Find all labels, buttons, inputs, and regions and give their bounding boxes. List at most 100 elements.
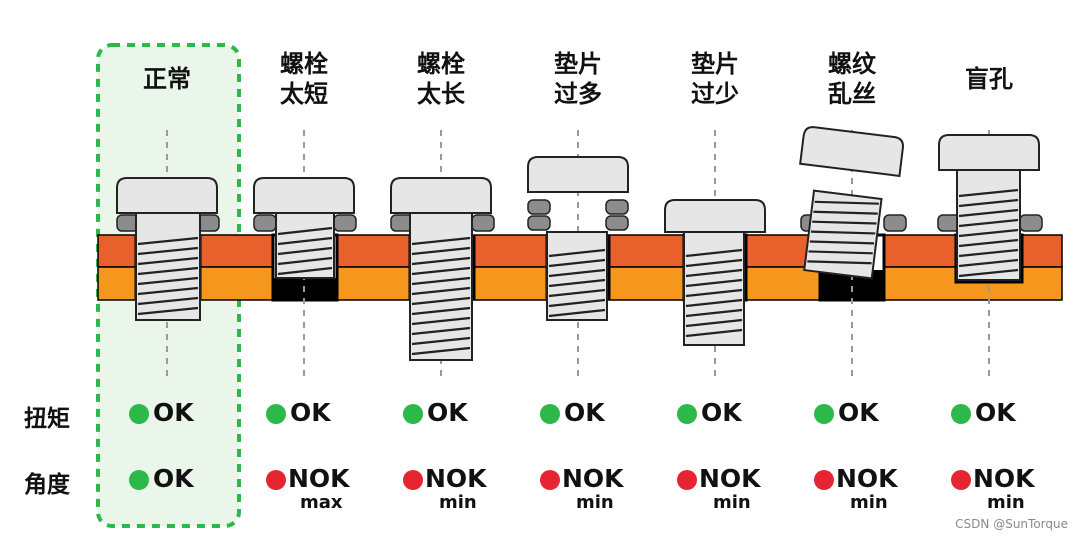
column-title: 盲孔 xyxy=(965,65,1013,93)
column-title: 正常 xyxy=(143,65,191,93)
nok-dot-icon xyxy=(677,470,697,490)
bolt-thread xyxy=(411,336,471,346)
bolt-thread xyxy=(958,248,1019,258)
bolt-thread xyxy=(814,200,879,205)
bolt-thread xyxy=(685,288,743,298)
bolt-thread xyxy=(137,266,199,276)
status-torque: OK xyxy=(677,396,797,436)
bolt-thread xyxy=(277,246,333,256)
washer xyxy=(527,215,551,231)
bolt xyxy=(116,177,218,321)
bolt-thread xyxy=(958,258,1019,268)
row-label-torque: 扭矩 xyxy=(24,406,70,432)
bolt-thread xyxy=(411,256,471,266)
bolt xyxy=(253,177,355,279)
washer xyxy=(253,214,277,232)
bolt-thread xyxy=(548,268,606,278)
bolt-thread xyxy=(685,258,743,268)
status-text: OK xyxy=(153,398,194,427)
bolt-thread xyxy=(810,230,876,235)
status-text: NOK xyxy=(973,464,1035,493)
bolt-thread xyxy=(685,308,743,318)
bolt-thread xyxy=(813,210,878,215)
column-title: 螺栓 太短 xyxy=(280,50,328,108)
status-torque: OK xyxy=(266,396,386,436)
bolt-thread xyxy=(411,286,471,296)
bolt-thread xyxy=(812,220,877,225)
ok-dot-icon xyxy=(951,404,971,424)
bolt-thread xyxy=(807,260,872,265)
bolt xyxy=(799,126,904,280)
bolt-shank xyxy=(683,231,745,346)
row-label-angle: 角度 xyxy=(24,472,70,498)
status-text: NOK xyxy=(699,464,761,493)
bolt-thread xyxy=(411,266,471,276)
bolt-thread xyxy=(411,316,471,326)
bolt-shank xyxy=(275,212,335,279)
nok-dot-icon xyxy=(951,470,971,490)
bolt-thread xyxy=(958,268,1019,278)
bolt-thread xyxy=(137,306,199,316)
bolt-thread xyxy=(548,248,606,258)
watermark: CSDN @SunTorque xyxy=(955,517,1068,531)
washer xyxy=(1019,214,1043,232)
nok-dot-icon xyxy=(540,470,560,490)
bolt-head xyxy=(938,134,1040,171)
status-torque: OK xyxy=(540,396,660,436)
bolt-thread xyxy=(411,236,471,246)
bolt-thread xyxy=(958,238,1019,248)
column-title: 螺栓 太长 xyxy=(417,50,465,108)
bolt-thread xyxy=(137,256,199,266)
nok-dot-icon xyxy=(814,470,834,490)
status-text: OK xyxy=(153,464,194,493)
bolt xyxy=(938,134,1040,281)
ok-dot-icon xyxy=(266,404,286,424)
bolt-thread xyxy=(548,308,606,318)
bolt xyxy=(527,156,629,321)
status-text: NOK xyxy=(836,464,898,493)
bolt-thread xyxy=(958,218,1019,228)
ok-dot-icon xyxy=(403,404,423,424)
bolt-head xyxy=(390,177,492,214)
bolt-thread xyxy=(411,346,471,356)
bolt-thread xyxy=(958,228,1019,238)
bolt-thread xyxy=(685,298,743,308)
status-text: OK xyxy=(290,398,331,427)
bolt-thread xyxy=(411,306,471,316)
ok-dot-icon xyxy=(129,404,149,424)
bolt-thread xyxy=(277,266,333,276)
column-title: 螺纹 乱丝 xyxy=(828,50,876,108)
status-torque: OK xyxy=(814,396,934,436)
bolt-thread xyxy=(685,328,743,338)
status-note: min xyxy=(576,492,614,513)
bolt-thread xyxy=(685,268,743,278)
bolt-thread xyxy=(548,288,606,298)
bolt-thread xyxy=(548,298,606,308)
bolt-thread xyxy=(958,208,1019,218)
column-title: 垫片 过少 xyxy=(691,50,739,108)
bolt-head xyxy=(253,177,355,214)
bolt-thread xyxy=(685,318,743,328)
bolt-thread xyxy=(137,296,199,306)
bolt-head xyxy=(116,177,218,214)
bolt-thread xyxy=(548,278,606,288)
bolt xyxy=(664,199,766,346)
nok-dot-icon xyxy=(266,470,286,490)
washer xyxy=(471,214,495,232)
bolt-thread xyxy=(411,276,471,286)
ok-dot-icon xyxy=(677,404,697,424)
status-text: NOK xyxy=(562,464,624,493)
bolt-head xyxy=(799,126,904,178)
status-text: NOK xyxy=(425,464,487,493)
washer xyxy=(605,215,629,231)
status-text: OK xyxy=(427,398,468,427)
status-text: OK xyxy=(564,398,605,427)
status-text: NOK xyxy=(288,464,350,493)
bolt-thread xyxy=(411,246,471,256)
ok-dot-icon xyxy=(129,470,149,490)
status-angle: OK xyxy=(129,462,249,502)
